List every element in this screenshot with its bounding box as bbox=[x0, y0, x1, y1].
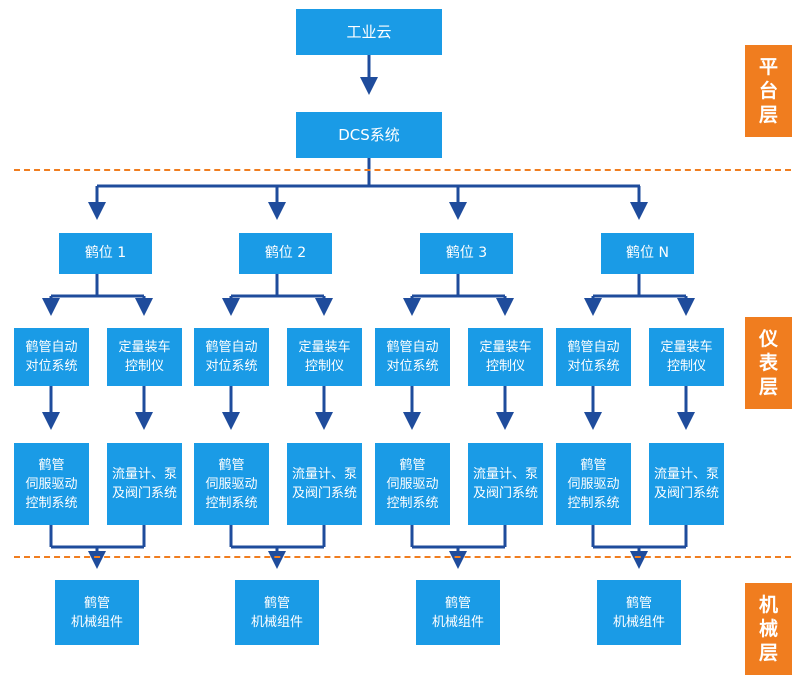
servo-control-node: 鹤管伺服驱动控制系统 bbox=[556, 443, 631, 525]
quant-control-node-line: 控制仪 bbox=[666, 359, 706, 374]
mech-assembly-node-line: 鹤管 bbox=[625, 595, 652, 611]
servo-control-node-line: 控制系统 bbox=[386, 495, 439, 511]
mech-assembly-node: 鹤管机械组件 bbox=[235, 580, 319, 645]
quant-control-node-line: 定量装车 bbox=[660, 340, 713, 355]
flow-valve-node: 流量计、泵及阀门系统 bbox=[468, 443, 543, 525]
dcs-label: DCS系统 bbox=[338, 125, 400, 144]
servo-control-node-line: 鹤管 bbox=[38, 457, 65, 473]
servo-control-node-line: 鹤管 bbox=[218, 457, 245, 473]
layer-char: 层 bbox=[758, 642, 778, 664]
flow-valve-node-line: 及阀门系统 bbox=[472, 486, 538, 501]
mech-assembly-node-line: 机械组件 bbox=[70, 614, 123, 630]
divider-instrument-mechanical bbox=[14, 556, 791, 558]
auto-align-node: 鹤管自动对位系统 bbox=[556, 328, 631, 386]
auto-align-node-line: 鹤管自动 bbox=[205, 340, 258, 355]
auto-align-node-line: 鹤管自动 bbox=[25, 340, 78, 355]
auto-align-node-line: 对位系统 bbox=[567, 359, 620, 374]
flow-valve-node: 流量计、泵及阀门系统 bbox=[649, 443, 724, 525]
flow-valve-node: 流量计、泵及阀门系统 bbox=[107, 443, 182, 525]
layer-char: 仪 bbox=[758, 328, 778, 350]
quant-control-node: 定量装车控制仪 bbox=[107, 328, 182, 386]
crane-node: 鹤位 1 bbox=[59, 233, 152, 274]
quant-control-node: 定量装车控制仪 bbox=[287, 328, 362, 386]
quant-control-node-line: 定量装车 bbox=[479, 340, 532, 355]
mech-assembly-node-line: 机械组件 bbox=[612, 614, 665, 630]
mech-assembly-node: 鹤管机械组件 bbox=[55, 580, 139, 645]
crane-node: 鹤位 2 bbox=[239, 233, 332, 274]
mech-assembly-node: 鹤管机械组件 bbox=[416, 580, 500, 645]
layer-char: 层 bbox=[758, 376, 778, 398]
auto-align-node-line: 对位系统 bbox=[205, 359, 258, 374]
cloud-node: 工业云 bbox=[296, 9, 442, 55]
layer-label-platform: 平 台 层 bbox=[745, 45, 792, 137]
mech-assembly-node-line: 机械组件 bbox=[431, 614, 484, 630]
servo-control-node-line: 伺服驱动 bbox=[386, 476, 439, 492]
layer-char: 台 bbox=[758, 80, 778, 102]
crane-node-label: 鹤位 2 bbox=[264, 245, 307, 261]
servo-control-node: 鹤管伺服驱动控制系统 bbox=[14, 443, 89, 525]
quant-control-node-line: 定量装车 bbox=[118, 340, 171, 355]
cloud-label: 工业云 bbox=[346, 22, 392, 41]
mech-assembly-node: 鹤管机械组件 bbox=[597, 580, 681, 645]
quant-control-node-line: 控制仪 bbox=[485, 359, 525, 374]
layer-label-instrument: 仪 表 层 bbox=[745, 317, 792, 409]
servo-control-node-line: 鹤管 bbox=[399, 457, 426, 473]
layer-char: 机 bbox=[758, 594, 778, 616]
servo-control-node: 鹤管伺服驱动控制系统 bbox=[375, 443, 450, 525]
quant-control-node-line: 定量装车 bbox=[298, 340, 351, 355]
mech-assembly-node-line: 鹤管 bbox=[83, 595, 110, 611]
divider-platform-instrument bbox=[14, 169, 791, 171]
mech-assembly-node-line: 鹤管 bbox=[444, 595, 471, 611]
servo-control-node-line: 伺服驱动 bbox=[205, 476, 258, 492]
auto-align-node-line: 对位系统 bbox=[25, 359, 78, 374]
flow-valve-node-line: 流量计、泵 bbox=[291, 467, 357, 482]
crane-node: 鹤位 3 bbox=[420, 233, 513, 274]
auto-align-node: 鹤管自动对位系统 bbox=[194, 328, 269, 386]
flow-valve-node-line: 流量计、泵 bbox=[653, 467, 719, 482]
auto-align-node: 鹤管自动对位系统 bbox=[14, 328, 89, 386]
crane-node: 鹤位 N bbox=[601, 233, 694, 274]
quant-control-node: 定量装车控制仪 bbox=[468, 328, 543, 386]
servo-control-node-line: 控制系统 bbox=[567, 495, 620, 511]
auto-align-node: 鹤管自动对位系统 bbox=[375, 328, 450, 386]
layer-label-mechanical: 机 械 层 bbox=[745, 583, 792, 675]
auto-align-node-line: 对位系统 bbox=[386, 359, 439, 374]
mech-assembly-node-line: 机械组件 bbox=[250, 614, 303, 630]
servo-control-node-line: 控制系统 bbox=[205, 495, 258, 511]
flow-valve-node: 流量计、泵及阀门系统 bbox=[287, 443, 362, 525]
flow-valve-node-line: 及阀门系统 bbox=[653, 486, 719, 501]
quant-control-node-line: 控制仪 bbox=[304, 359, 344, 374]
crane-node-label: 鹤位 N bbox=[626, 245, 669, 261]
flow-valve-node-line: 及阀门系统 bbox=[291, 486, 357, 501]
servo-control-node-line: 控制系统 bbox=[25, 495, 78, 511]
servo-control-node-line: 鹤管 bbox=[580, 457, 607, 473]
layer-char: 械 bbox=[758, 618, 778, 640]
mech-assembly-node-line: 鹤管 bbox=[263, 595, 290, 611]
crane-node-label: 鹤位 1 bbox=[84, 245, 127, 261]
auto-align-node-line: 鹤管自动 bbox=[386, 340, 439, 355]
servo-control-node-line: 伺服驱动 bbox=[567, 476, 620, 492]
flow-valve-node-line: 流量计、泵 bbox=[111, 467, 177, 482]
quant-control-node: 定量装车控制仪 bbox=[649, 328, 724, 386]
crane-node-label: 鹤位 3 bbox=[445, 245, 488, 261]
flow-valve-node-line: 及阀门系统 bbox=[111, 486, 177, 501]
auto-align-node-line: 鹤管自动 bbox=[567, 340, 620, 355]
dcs-node: DCS系统 bbox=[296, 112, 442, 158]
flow-valve-node-line: 流量计、泵 bbox=[472, 467, 538, 482]
layer-char: 表 bbox=[758, 352, 778, 374]
layer-char: 平 bbox=[758, 56, 778, 78]
layer-char: 层 bbox=[758, 104, 778, 126]
servo-control-node: 鹤管伺服驱动控制系统 bbox=[194, 443, 269, 525]
quant-control-node-line: 控制仪 bbox=[124, 359, 164, 374]
servo-control-node-line: 伺服驱动 bbox=[25, 476, 78, 492]
